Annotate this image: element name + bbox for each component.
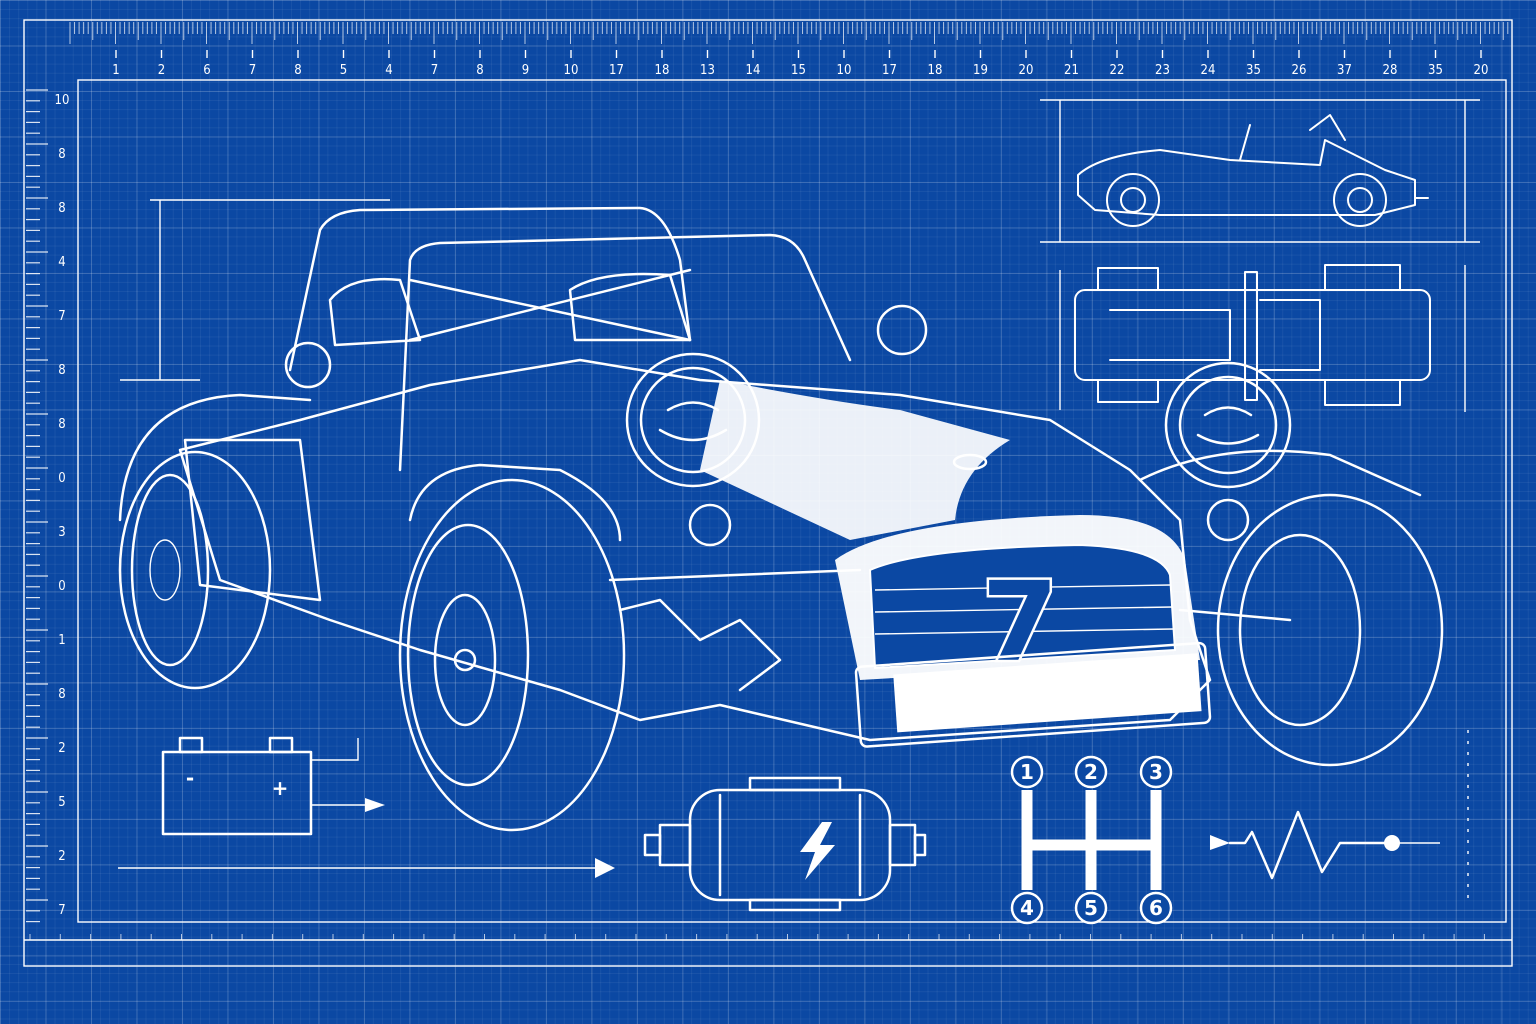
top-ruler-label: 19 — [973, 63, 988, 78]
top-ruler-label: 5 — [340, 63, 347, 78]
top-ruler-label: 21 — [1064, 63, 1079, 78]
left-ruler-label: 2 — [58, 849, 65, 864]
left-ruler-label: 4 — [58, 255, 65, 270]
battery-icon: - + — [161, 736, 385, 836]
top-ruler-label: 23 — [1155, 63, 1170, 78]
gear-label: 6 — [1149, 896, 1163, 920]
top-ruler-label: 17 — [882, 63, 897, 78]
dimension-lines — [120, 99, 1480, 905]
top-ruler-label: 1 — [112, 63, 119, 78]
left-ruler-label: 8 — [58, 687, 65, 702]
mirror-left — [284, 341, 332, 389]
top-ruler-label: 10 — [837, 63, 852, 78]
left-ruler-label: 1 — [58, 633, 65, 648]
lightning-icon — [800, 822, 835, 880]
front-left-wheel — [398, 463, 626, 832]
left-ruler-label: 7 — [58, 903, 65, 918]
indicator-right — [1206, 498, 1250, 542]
outer-frame — [23, 19, 1513, 967]
grille — [868, 543, 1177, 670]
top-ruler-label: 28 — [1383, 63, 1398, 78]
left-ruler-label: 0 — [58, 579, 65, 594]
roll-bar — [288, 206, 692, 372]
seats — [328, 272, 692, 347]
left-ruler-label: 0 — [58, 471, 65, 486]
gear-circle — [1074, 755, 1108, 789]
main-car-illustration: 7 — [118, 206, 1444, 832]
left-ruler-label: 8 — [58, 201, 65, 216]
battery-positive-label: + — [272, 776, 289, 800]
left-ruler-label: 8 — [58, 147, 65, 162]
top-ruler-label: 8 — [476, 63, 483, 78]
top-ruler-label: 35 — [1428, 63, 1443, 78]
battery-negative-label: - — [186, 766, 194, 790]
side-panel — [183, 438, 322, 602]
mirror-right — [876, 304, 928, 356]
top-ruler-label: 2 — [158, 63, 165, 78]
gear-label: 2 — [1084, 760, 1098, 784]
left-ruler-label: 3 — [58, 525, 65, 540]
top-ruler-label: 18 — [655, 63, 670, 78]
license-plate-frame — [854, 641, 1212, 748]
suspension-spring — [618, 598, 782, 692]
top-ruler-label: 17 — [609, 63, 624, 78]
top-ruler-label: 35 — [1246, 63, 1261, 78]
gear-circle — [1010, 755, 1044, 789]
headlight-left — [625, 352, 761, 488]
left-ruler-label: 2 — [58, 741, 65, 756]
gear-label: 1 — [1020, 760, 1034, 784]
gear-circle — [1074, 891, 1108, 925]
top-ruler-label: 8 — [294, 63, 301, 78]
left-ruler-label: 8 — [58, 417, 65, 432]
top-ruler-label: 20 — [1474, 63, 1489, 78]
top-ruler-label: 7 — [249, 63, 256, 78]
front-right-wheel — [1138, 449, 1444, 767]
license-plate — [893, 653, 1202, 733]
top-view-car — [1074, 264, 1431, 406]
car-body — [178, 358, 1212, 742]
motor-icon — [643, 776, 927, 912]
top-ruler-label: 9 — [522, 63, 529, 78]
top-ruler-label: 4 — [385, 63, 392, 78]
left-ruler-label: 5 — [58, 795, 65, 810]
gear-label: 5 — [1084, 896, 1098, 920]
spring-icon — [1210, 810, 1440, 880]
headlight-right — [1164, 361, 1292, 489]
top-ruler-label: 37 — [1337, 63, 1352, 78]
top-ruler-label: 22 — [1110, 63, 1125, 78]
left-ruler-label: 8 — [58, 363, 65, 378]
top-ruler-label: 13 — [700, 63, 715, 78]
top-ruler-label: 15 — [791, 63, 806, 78]
rear-wheel — [118, 393, 312, 690]
top-ruler-label: 20 — [1019, 63, 1034, 78]
inner-frame — [77, 79, 1507, 923]
gear-circle — [1139, 755, 1173, 789]
left-ruler-label: 10 — [55, 93, 70, 108]
indicator-left — [688, 503, 732, 547]
bottom-ruler — [29, 934, 1485, 940]
top-ruler-label: 6 — [203, 63, 210, 78]
gear-shift-pattern-icon: 1 2 3 4 5 6 — [1010, 755, 1173, 925]
top-ruler-label: 18 — [928, 63, 943, 78]
top-ruler-label: 14 — [746, 63, 761, 78]
top-ruler-label: 26 — [1292, 63, 1307, 78]
top-ruler-label: 10 — [564, 63, 579, 78]
windshield-frame — [398, 233, 852, 472]
arrow-icon — [595, 858, 615, 878]
top-ruler-label: 7 — [431, 63, 438, 78]
gear-circle — [1010, 891, 1044, 925]
left-ruler: 10 8 8 4 7 8 8 0 3 0 1 8 2 5 2 7 — [26, 89, 70, 923]
side-view-car — [1077, 114, 1429, 227]
gear-label: 4 — [1020, 896, 1034, 920]
hood-stripe — [700, 380, 1010, 540]
roll-bar-cross — [408, 268, 692, 342]
suspension-arms — [608, 568, 1292, 622]
left-ruler-label: 7 — [58, 309, 65, 324]
gear-label: 3 — [1149, 760, 1163, 784]
gear-circle — [1139, 891, 1173, 925]
top-ruler-label: 24 — [1201, 63, 1216, 78]
